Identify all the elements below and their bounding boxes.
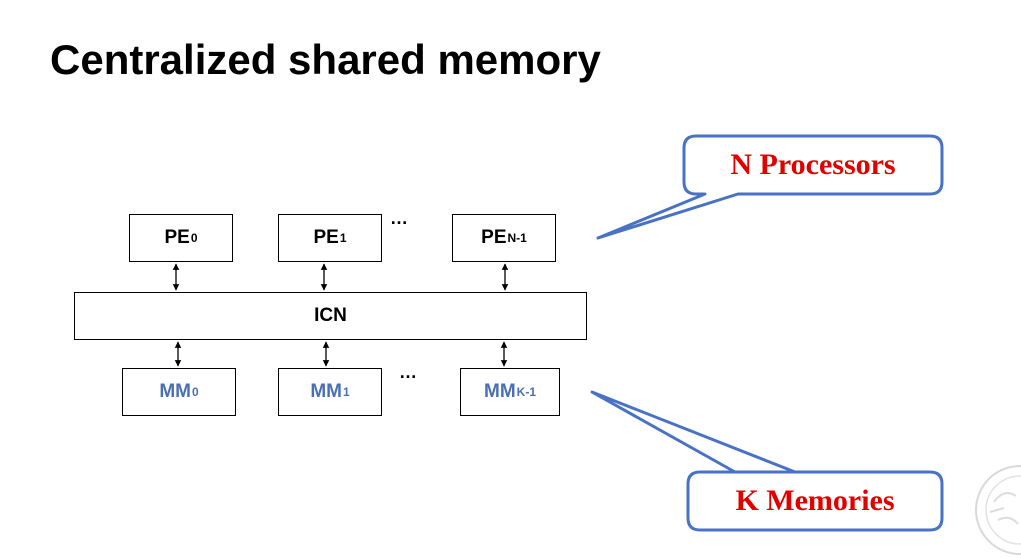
processor-ellipsis: … [390,208,409,228]
icn-label: ICN [314,305,347,326]
memory-subscript-k-1: K-1 [516,385,536,399]
processor-label-0: PE [164,227,190,248]
processor-subscript-1: 1 [339,231,347,245]
interconnection-network: ICN [74,292,587,340]
memory-ellipsis: … [399,362,418,382]
seal-watermark-icon [975,465,1021,555]
processors-callout-label: N Processors [730,148,896,181]
processor-label-1: PE [313,227,339,248]
processor-label-n-1: PE [481,227,507,248]
memories-callout-label: K Memories [735,484,895,517]
memory-subscript-0: 0 [191,385,199,399]
processor-subscript-n-1: N-1 [507,231,527,245]
slide-title: Centralized shared memory [50,36,601,83]
memory-label-k-1: MM [484,381,516,402]
memories-callout-shape [590,390,944,532]
processor-subscript-0: 0 [190,231,198,245]
memory-label-1: MM [310,381,342,402]
memory-label-0: MM [159,381,191,402]
processors-callout-shape [596,134,944,240]
memory-subscript-1: 1 [342,385,350,399]
